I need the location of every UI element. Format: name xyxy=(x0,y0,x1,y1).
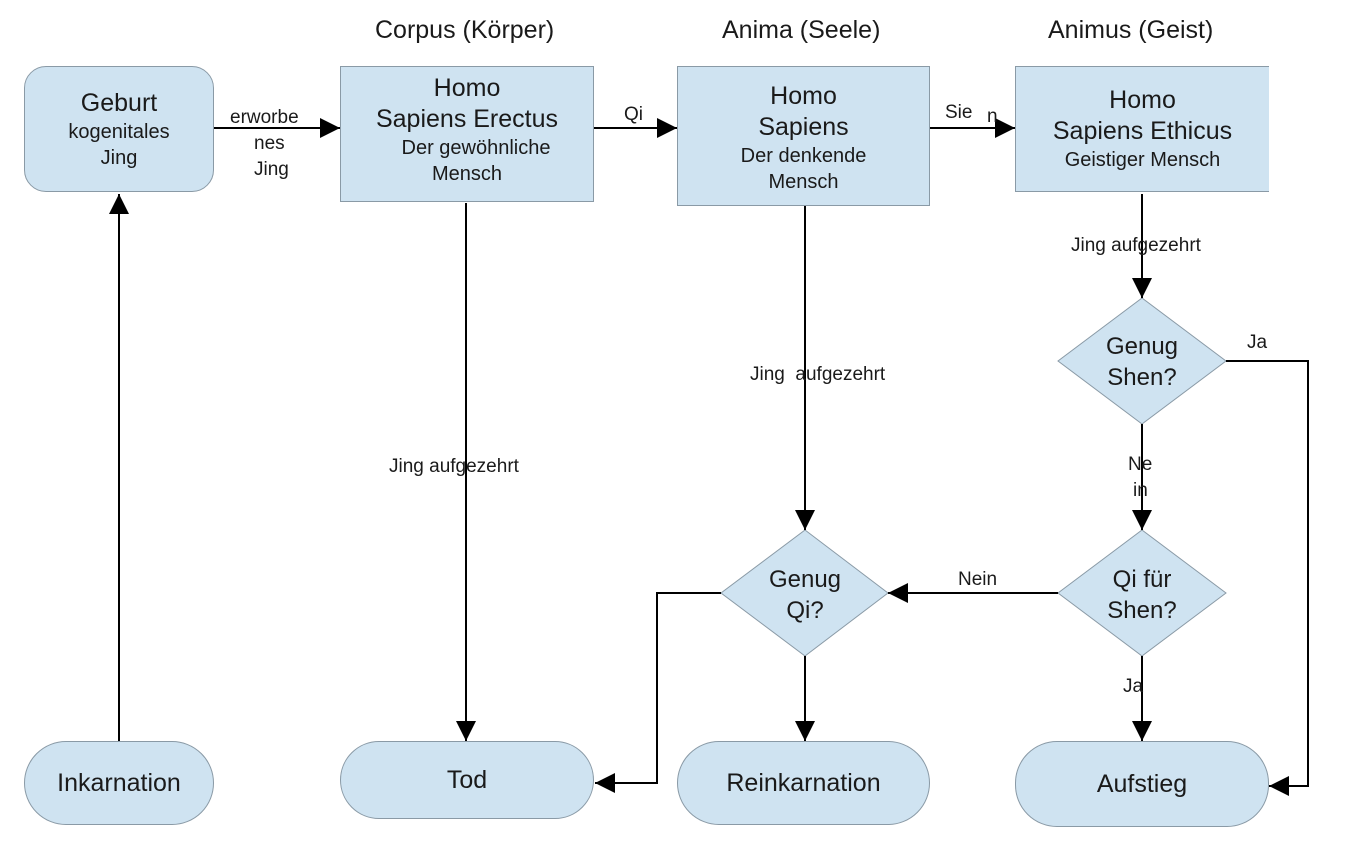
edge-label-qi: Qi xyxy=(624,104,643,125)
node-genug-qi-line1: Genug xyxy=(768,566,842,593)
node-inkarnation: Inkarnation xyxy=(24,741,214,825)
node-geburt: Geburt kogenitales Jing xyxy=(24,66,214,192)
node-inkarnation-label: Inkarnation xyxy=(57,768,181,797)
node-genug-qi: Genug Qi? xyxy=(725,564,885,626)
edge-label-nein-genug-shen-1: Ne xyxy=(1128,454,1153,475)
header-animus: Animus (Geist) xyxy=(1048,16,1214,44)
node-tod: Tod xyxy=(340,741,594,819)
node-homo-sapiens-erectus: Homo Sapiens Erectus Der gewöhnliche Men… xyxy=(340,66,594,202)
edge-label-jing-aufgezehrt-anima: Jing aufgezehrt xyxy=(750,364,886,385)
edge-label-erworbenes-1: erworbe xyxy=(230,107,299,128)
header-corpus: Corpus (Körper) xyxy=(375,16,555,44)
node-genug-shen-line1: Genug xyxy=(1105,333,1179,360)
node-sapiens-line1: Der denkende xyxy=(740,145,867,167)
edge-label-jing-aufgezehrt-animus: Jing aufgezehrt xyxy=(1071,235,1201,256)
edge-label-ja-genug-shen: Ja xyxy=(1247,332,1268,353)
edge-label-nein-genug-shen-2: in xyxy=(1133,480,1148,501)
node-tod-label: Tod xyxy=(446,765,488,794)
node-sapiens-title1: Homo xyxy=(770,82,837,110)
node-ethicus-line1: Geistiger Mensch xyxy=(1064,149,1221,171)
node-genug-shen-line2: Shen? xyxy=(1107,364,1177,391)
edge-label-nein-qi-fuer-shen: Nein xyxy=(958,569,998,590)
edge-label-jing-aufgezehrt-corpus: Jing aufgezehrt xyxy=(389,456,519,477)
edge-genug-qi-tod xyxy=(595,592,721,793)
node-qi-fuer-shen-line1: Qi für xyxy=(1112,566,1172,593)
edge-label-ja-qi-fuer-shen: Ja xyxy=(1123,676,1144,697)
node-erectus-title2: Sapiens Erectus xyxy=(375,105,559,133)
node-ethicus-title1: Homo xyxy=(1109,86,1176,114)
node-qi-fuer-shen: Qi für Shen? xyxy=(1062,564,1222,626)
node-genug-shen: Genug Shen? xyxy=(1062,331,1222,393)
node-erectus-line2: Mensch xyxy=(431,163,503,185)
edge-label-erworbenes-2: nes xyxy=(254,133,285,154)
edge-genug-shen-aufstieg xyxy=(1226,360,1309,796)
node-sapiens-title2: Sapiens xyxy=(758,113,849,141)
node-erectus-title1: Homo xyxy=(433,74,501,102)
node-reinkarnation-label: Reinkarnation xyxy=(726,768,881,797)
edge-label-shen-2: n xyxy=(987,106,998,127)
header-anima: Anima (Seele) xyxy=(722,16,881,44)
node-geburt-line1: kogenitales xyxy=(68,120,170,143)
node-homo-sapiens-ethicus: Homo Sapiens Ethicus Geistiger Mensch xyxy=(1015,66,1269,192)
node-homo-sapiens: Homo Sapiens Der denkende Mensch xyxy=(677,66,930,206)
node-erectus-line1: Der gewöhnliche xyxy=(401,137,551,159)
node-aufstieg: Aufstieg xyxy=(1015,741,1269,827)
node-reinkarnation: Reinkarnation xyxy=(677,741,930,825)
node-genug-qi-line2: Qi? xyxy=(786,597,824,624)
node-sapiens-line2: Mensch xyxy=(768,171,839,193)
node-geburt-line2: Jing xyxy=(100,146,138,169)
edge-label-shen-1: Sie xyxy=(945,102,973,123)
node-qi-fuer-shen-line2: Shen? xyxy=(1107,597,1177,624)
node-geburt-title: Geburt xyxy=(80,88,158,117)
node-ethicus-title2: Sapiens Ethicus xyxy=(1052,117,1233,145)
edge-label-erworbenes-3: Jing xyxy=(254,159,289,180)
node-aufstieg-label: Aufstieg xyxy=(1096,769,1188,798)
